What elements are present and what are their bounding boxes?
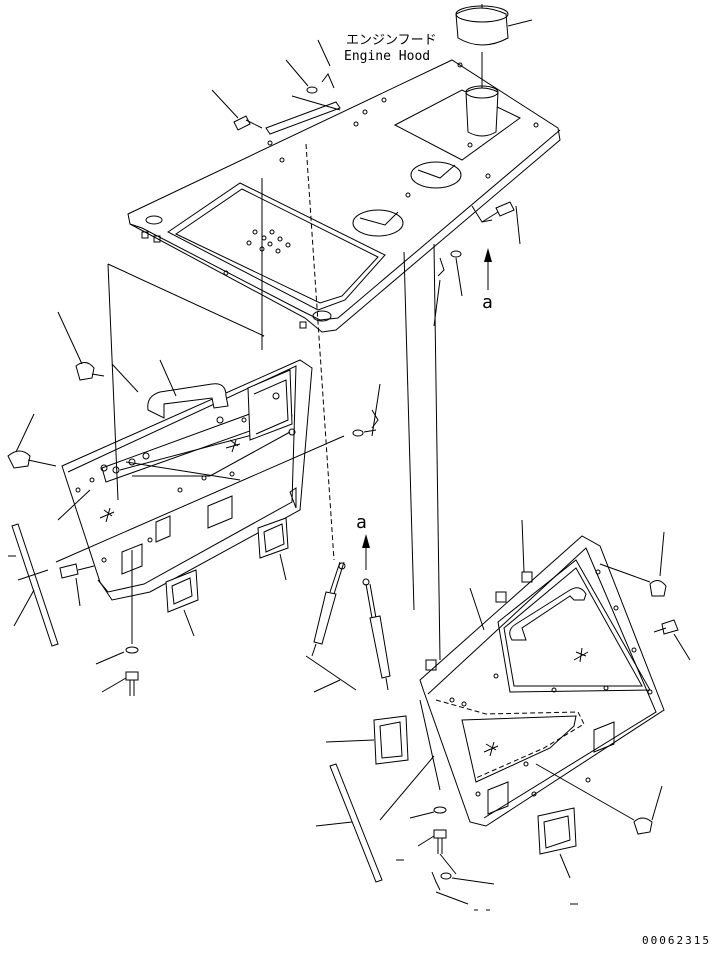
guide-line-door-4 [55,435,345,563]
title-english: Engine Hood [344,49,430,64]
guide-line-hood-3 [403,251,415,611]
right-door-bolt [379,699,578,911]
right-side-door [419,535,665,827]
left-side-door [61,359,313,601]
exhaust-cap [455,4,533,137]
guide-line-hood-2 [305,143,335,561]
gas-strut-left [305,561,357,693]
left-door-pads [165,517,289,637]
guide-line-door-2 [107,263,119,501]
left-door-fasteners [7,311,381,607]
guide-line-door-3 [107,263,265,337]
right-door-pads [325,715,577,879]
hood-front-fasteners [211,39,341,135]
drawing-number: 00062315 [642,934,711,947]
left-seal-strip [11,523,59,647]
left-door-bolt [95,646,139,696]
right-door-fasteners [469,519,691,835]
title-japanese: エンジンフード [346,33,437,48]
right-seal-strip [315,763,383,883]
arrow-label-lower: a [356,512,367,533]
gas-strut-right [362,534,391,691]
guide-line-hood-4 [433,243,441,661]
engine-hood-panel [127,59,561,333]
arrow-label-upper: a [482,292,493,313]
